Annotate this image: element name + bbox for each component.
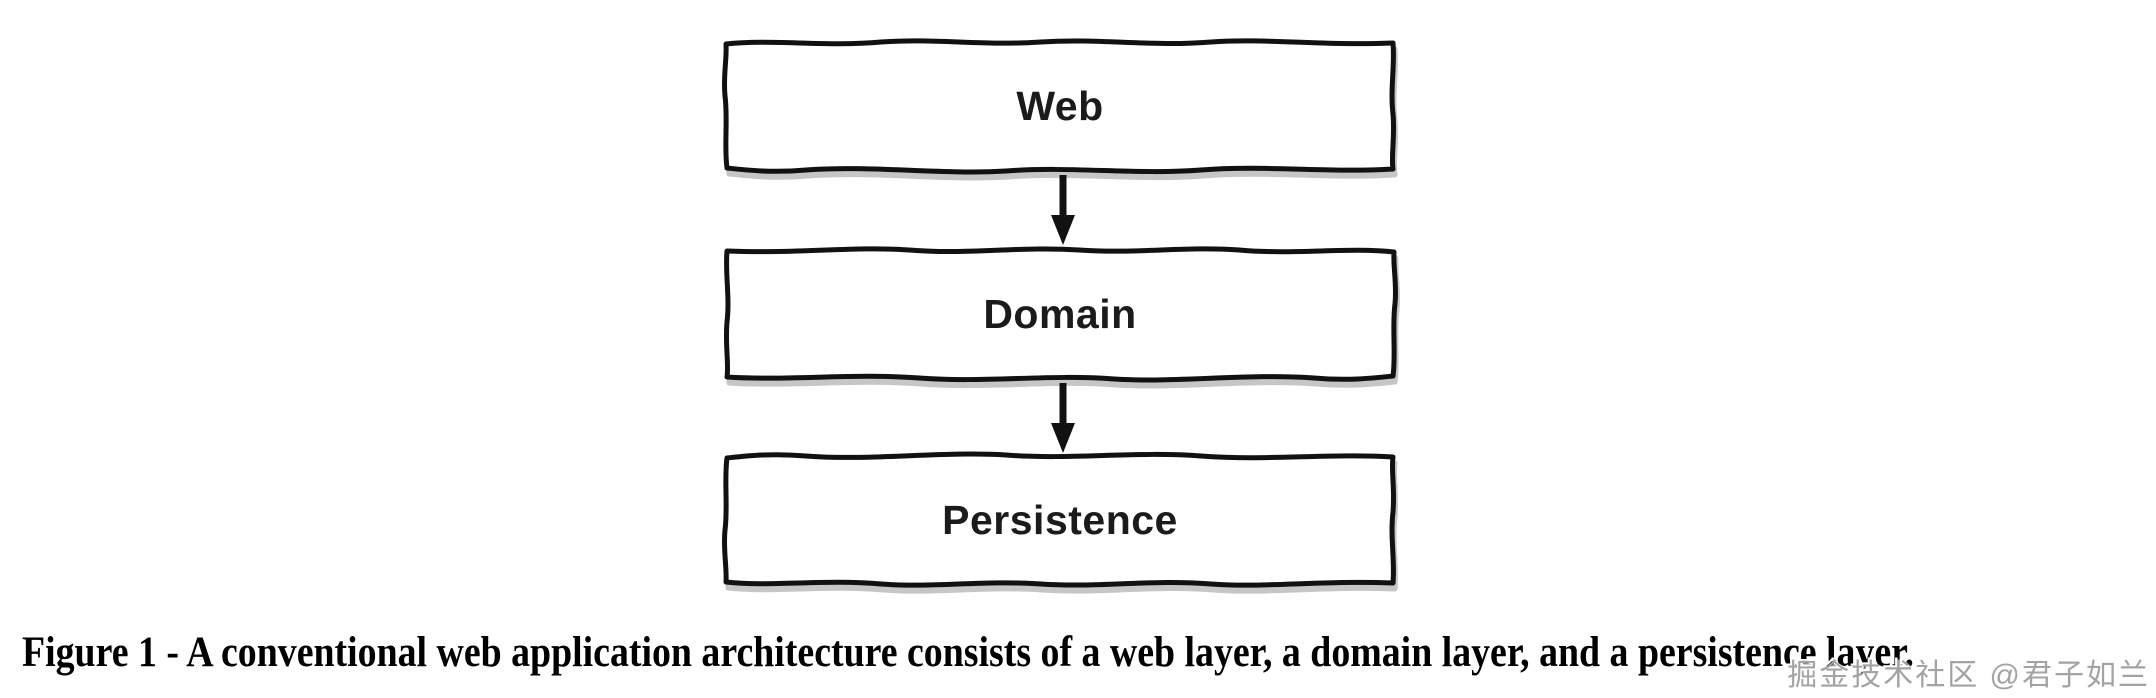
sketch-rectangle — [723, 246, 1399, 383]
layer-box-persistence: Persistence — [721, 448, 1399, 592]
layer-label-domain: Domain — [983, 290, 1137, 337]
figure-caption: Figure 1 - A conventional web applicatio… — [22, 629, 1914, 676]
arrow-down-icon — [1051, 175, 1075, 245]
layer-label-persistence: Persistence — [942, 496, 1178, 543]
layer-box-domain: Domain — [721, 242, 1399, 386]
watermark: 掘金技术社区 @君子如兰 — [1787, 659, 2150, 692]
layer-label-web: Web — [1016, 82, 1104, 129]
sketch-rectangle — [721, 38, 1397, 175]
sketch-rectangle — [721, 451, 1397, 588]
arrow-down-icon — [1051, 383, 1075, 453]
layer-box-web: Web — [721, 34, 1399, 178]
